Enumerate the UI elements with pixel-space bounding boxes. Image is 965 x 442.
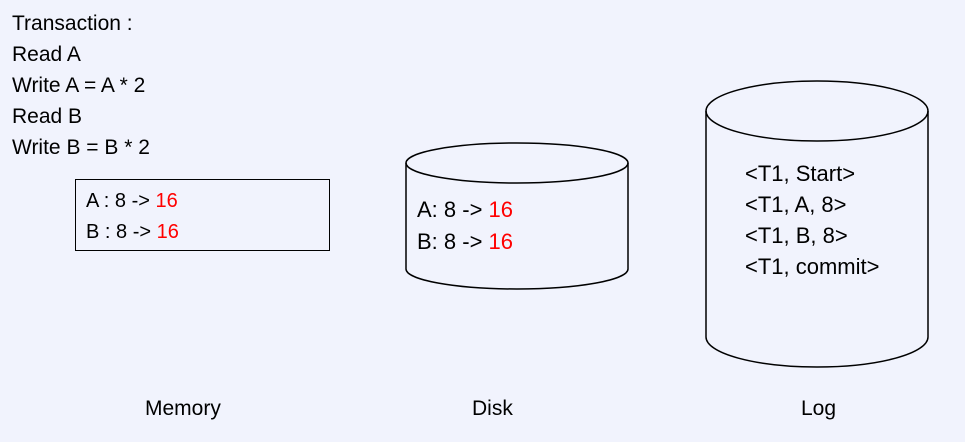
memory-label: Memory xyxy=(145,397,221,420)
disk-row-a: A: 8 -> 16 xyxy=(417,194,513,226)
transaction-header: Transaction : xyxy=(12,12,133,35)
log-entries: <T1, Start> <T1, A, 8> <T1, B, 8> <T1, c… xyxy=(745,158,879,282)
log-entry: <T1, B, 8> xyxy=(745,223,848,248)
memory-row-new-value: 16 xyxy=(156,221,179,243)
disk-label: Disk xyxy=(472,397,513,420)
transaction-step: Write B = B * 2 xyxy=(12,136,150,159)
disk-row-prefix: A: 8 -> xyxy=(417,197,489,222)
log-cylinder xyxy=(705,80,929,368)
memory-row-prefix: B : 8 -> xyxy=(86,221,157,243)
log-entry: <T1, commit> xyxy=(745,254,880,279)
log-label: Log xyxy=(801,397,837,420)
log-entry: <T1, A, 8> xyxy=(745,192,847,217)
disk-row-prefix: B: 8 -> xyxy=(417,229,489,254)
disk-row-b: B: 8 -> 16 xyxy=(417,226,513,258)
transaction-steps: Transaction : Read A Write A = A * 2 Rea… xyxy=(12,8,150,163)
memory-row-a: A : 8 -> 16 xyxy=(86,186,179,217)
log-entry: <T1, Start> xyxy=(745,161,856,186)
disk-row-new-value: 16 xyxy=(488,197,514,222)
transaction-step: Read B xyxy=(12,105,83,128)
disk-cylinder xyxy=(405,142,629,290)
transaction-step: Write A = A * 2 xyxy=(12,74,146,97)
transaction-step: Read A xyxy=(12,43,81,66)
memory-box: A : 8 -> 16 B : 8 -> 16 xyxy=(75,179,330,251)
disk-row-new-value: 16 xyxy=(488,229,514,254)
memory-row-b: B : 8 -> 16 xyxy=(86,217,179,248)
memory-row-prefix: A : 8 -> xyxy=(86,190,156,212)
disk-contents: A: 8 -> 16 B: 8 -> 16 xyxy=(417,194,513,258)
memory-row-new-value: 16 xyxy=(155,190,178,212)
